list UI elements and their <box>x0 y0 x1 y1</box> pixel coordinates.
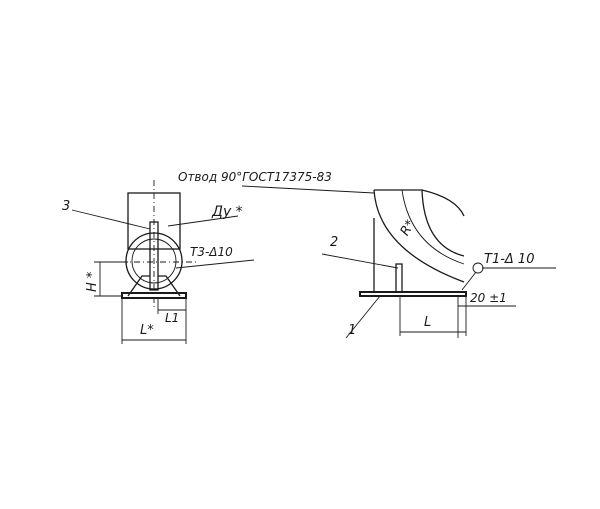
rib-plate <box>149 221 159 291</box>
right-view: R* 2 1 Т1-Δ 10 20 ±1 L <box>321 189 556 339</box>
left-view: Н * L1 L* 3 Ду * Т3-Δ10 <box>62 180 255 344</box>
elbow-upper <box>374 189 465 257</box>
h-dim-label: Н * <box>85 271 100 292</box>
dy-label: Ду * <box>211 204 243 220</box>
elbow-center-arc <box>401 189 465 265</box>
title-leader <box>241 185 375 194</box>
callout-3-label: 3 <box>62 199 70 214</box>
weld-right-label: Т1-Δ 10 <box>484 252 534 267</box>
callout-2-leader <box>321 253 399 269</box>
weld-left-leader <box>175 259 255 269</box>
base-plate-left <box>121 292 187 299</box>
callout-1-leader <box>345 295 381 339</box>
r-dim-label: R* <box>398 217 419 238</box>
elbow-outer <box>373 189 465 283</box>
callout-1-label: 1 <box>348 323 356 338</box>
base-plate-right <box>359 291 467 297</box>
elbow-top-cap <box>421 189 465 217</box>
pipe-section-outer <box>125 232 183 290</box>
callout-2-label: 2 <box>330 235 338 250</box>
lstar-dim-label: L* <box>140 323 154 338</box>
gusset-left <box>127 275 150 297</box>
weld-right-leader <box>461 271 477 291</box>
gusset-right <box>158 275 181 297</box>
weld-left-label: Т3-Δ10 <box>190 245 233 259</box>
pipe-section-inner <box>131 238 177 284</box>
title-label: Отвод 90°ГОСТ17375-83 <box>178 170 332 184</box>
callout-3-leader <box>71 209 151 230</box>
weld-right-symbol <box>472 262 484 274</box>
l-dim-label: L <box>424 315 431 330</box>
l1-dim-label: L1 <box>165 311 179 325</box>
dy-leader <box>167 215 239 227</box>
offset-dim-label: 20 ±1 <box>470 291 507 305</box>
